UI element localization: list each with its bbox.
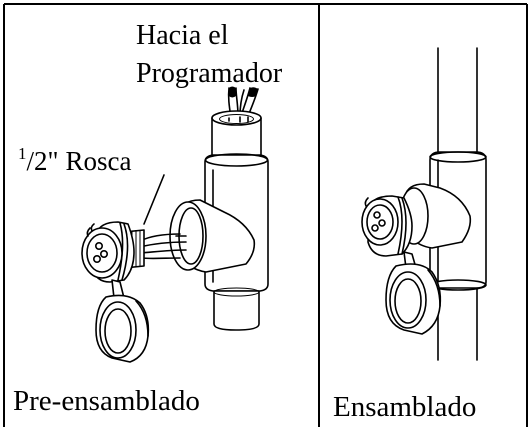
- thread-label-superscript: 1: [18, 144, 27, 163]
- thread-label: 1/2"Rosca: [18, 144, 132, 176]
- pre-assembled-label: Pre-ensamblado: [13, 385, 200, 417]
- top-label-line2: Programador: [136, 58, 283, 89]
- conduit-stub: [211, 110, 262, 163]
- cap-nut-assembled: [361, 195, 413, 257]
- frame: [3, 3, 528, 427]
- hanging-cap: [95, 294, 150, 363]
- tee-side-outlet-assembled: [399, 183, 472, 249]
- thread-label-word: Rosca: [66, 146, 132, 176]
- assembled-panel: Ensamblado: [333, 47, 487, 423]
- pre-assembled-panel: Hacia el Programador 1/2"Rosca Pre-ensam…: [13, 20, 283, 417]
- cap-nut: [81, 221, 135, 283]
- top-label-line1: Hacia el: [136, 20, 229, 51]
- hanging-cap-assembled: [385, 263, 442, 335]
- tee-side-outlet: [169, 199, 256, 273]
- assembled-label: Ensamblado: [333, 391, 476, 423]
- thread-label-fraction: /2": [27, 146, 59, 176]
- thread-leader-line: [143, 174, 165, 225]
